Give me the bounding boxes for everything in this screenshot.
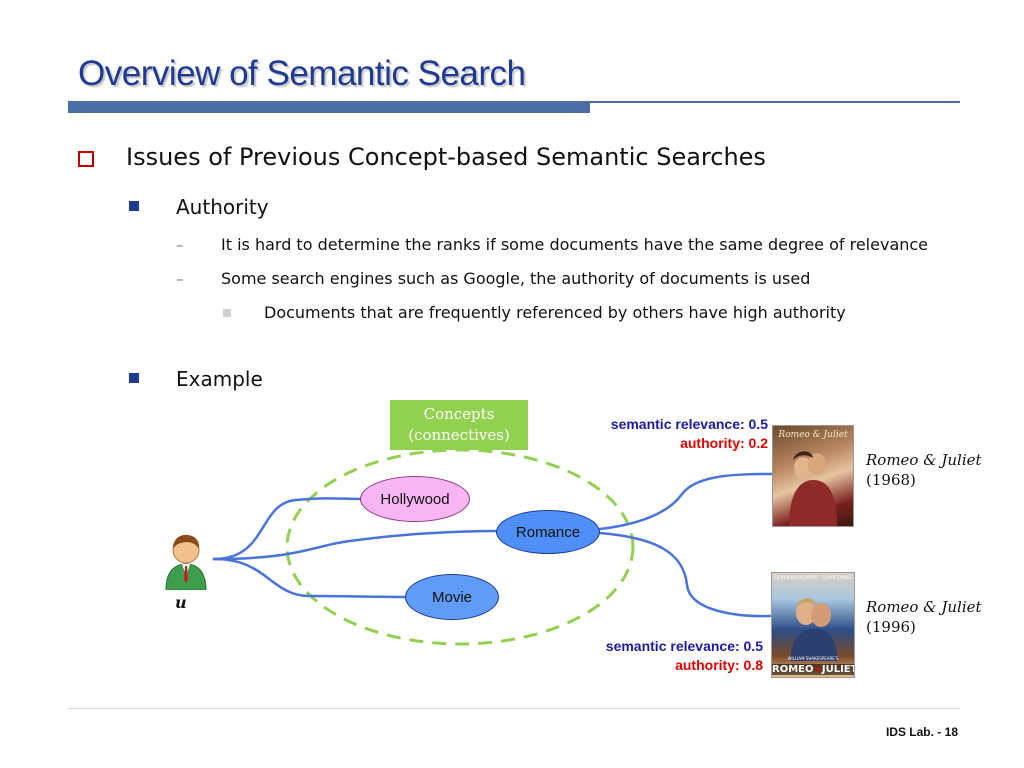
doc1968-caption: Romeo & Juliet (1968) bbox=[866, 450, 982, 490]
bullet-example: Example bbox=[176, 367, 263, 391]
couple-kiss-icon bbox=[790, 598, 838, 661]
poster-actors: LEONARDO DiCAPRIO CLAIRE DANES bbox=[772, 575, 854, 580]
footer-divider bbox=[68, 708, 960, 709]
edge-romance-doc1996 bbox=[598, 531, 773, 618]
user-label: u bbox=[175, 593, 187, 612]
poster-subtitle: WILLIAM SHAKESPEARE'S bbox=[787, 656, 839, 661]
poster-romeo-juliet-1968: Romeo & Juliet bbox=[772, 425, 854, 527]
doc1996-title: Romeo & Juliet bbox=[866, 598, 982, 616]
doc1968-title: Romeo & Juliet bbox=[866, 451, 982, 469]
title-underline-thick bbox=[68, 101, 590, 113]
small-square-bullet-icon bbox=[223, 309, 231, 317]
bullet-authority-sub2-1: Documents that are frequently referenced… bbox=[264, 303, 846, 322]
edge-user-hollywood bbox=[212, 497, 364, 561]
bullet-authority-sub2: Some search engines such as Google, the … bbox=[221, 269, 811, 288]
node-label: Movie bbox=[431, 588, 472, 606]
doc1996-caption: Romeo & Juliet (1996) bbox=[866, 597, 982, 637]
square-bullet-icon bbox=[129, 201, 139, 211]
doc1968-authority: authority: 0.2 bbox=[680, 435, 768, 451]
couple-figure-icon bbox=[789, 451, 837, 526]
concepts-label: Concepts bbox=[423, 405, 495, 423]
doc1968-relevance: semantic relevance: 0.5 bbox=[610, 416, 768, 432]
poster-title-left: ROMEO bbox=[772, 664, 814, 675]
poster-actor: LEONARDO DiCAPRIO bbox=[774, 575, 818, 580]
doc1996-authority: authority: 0.8 bbox=[675, 657, 763, 673]
dash-bullet-icon: – bbox=[176, 236, 184, 254]
doc1968-year: (1968) bbox=[866, 471, 916, 489]
edge-romance-doc1968 bbox=[598, 472, 775, 531]
doc1996-relevance: semantic relevance: 0.5 bbox=[605, 638, 763, 654]
poster-romeo-juliet-1996: LEONARDO DiCAPRIO CLAIRE DANES WILLIAM S… bbox=[771, 572, 855, 678]
node-label: Romance bbox=[515, 523, 581, 541]
bullet-issues: Issues of Previous Concept-based Semanti… bbox=[126, 143, 766, 171]
edge-user-romance bbox=[212, 529, 499, 561]
dash-bullet-icon: – bbox=[176, 270, 184, 288]
bullet-authority-sub1: It is hard to determine the ranks if som… bbox=[221, 235, 929, 254]
node-label: Hollywood bbox=[380, 490, 450, 508]
square-bullet-icon bbox=[129, 373, 139, 383]
poster-actor: CLAIRE DANES bbox=[822, 575, 852, 580]
concept-boundary-circle bbox=[285, 448, 635, 646]
poster-title: Romeo & Juliet bbox=[778, 430, 848, 440]
node-hollywood: Hollywood bbox=[360, 476, 470, 522]
poster-title-plus: + bbox=[813, 664, 822, 675]
slide-title: Overview of Semantic Search bbox=[78, 54, 526, 93]
poster-title-right: JULIET bbox=[821, 664, 855, 675]
bullet-authority: Authority bbox=[176, 195, 269, 219]
doc1996-year: (1996) bbox=[866, 618, 916, 636]
edge-user-movie bbox=[212, 557, 408, 599]
user-person-icon bbox=[165, 534, 207, 590]
hollow-square-bullet-icon bbox=[78, 151, 94, 167]
node-movie: Movie bbox=[405, 574, 499, 620]
title-underline-thin bbox=[590, 101, 960, 103]
node-romance: Romance bbox=[496, 510, 600, 554]
footer-page-label: IDS Lab. - 18 bbox=[885, 725, 958, 739]
poster-big-title: ROMEO+JULIET bbox=[772, 664, 854, 675]
concepts-sublabel: (connectives) bbox=[408, 426, 510, 444]
concepts-box: Concepts (connectives) bbox=[390, 400, 528, 450]
